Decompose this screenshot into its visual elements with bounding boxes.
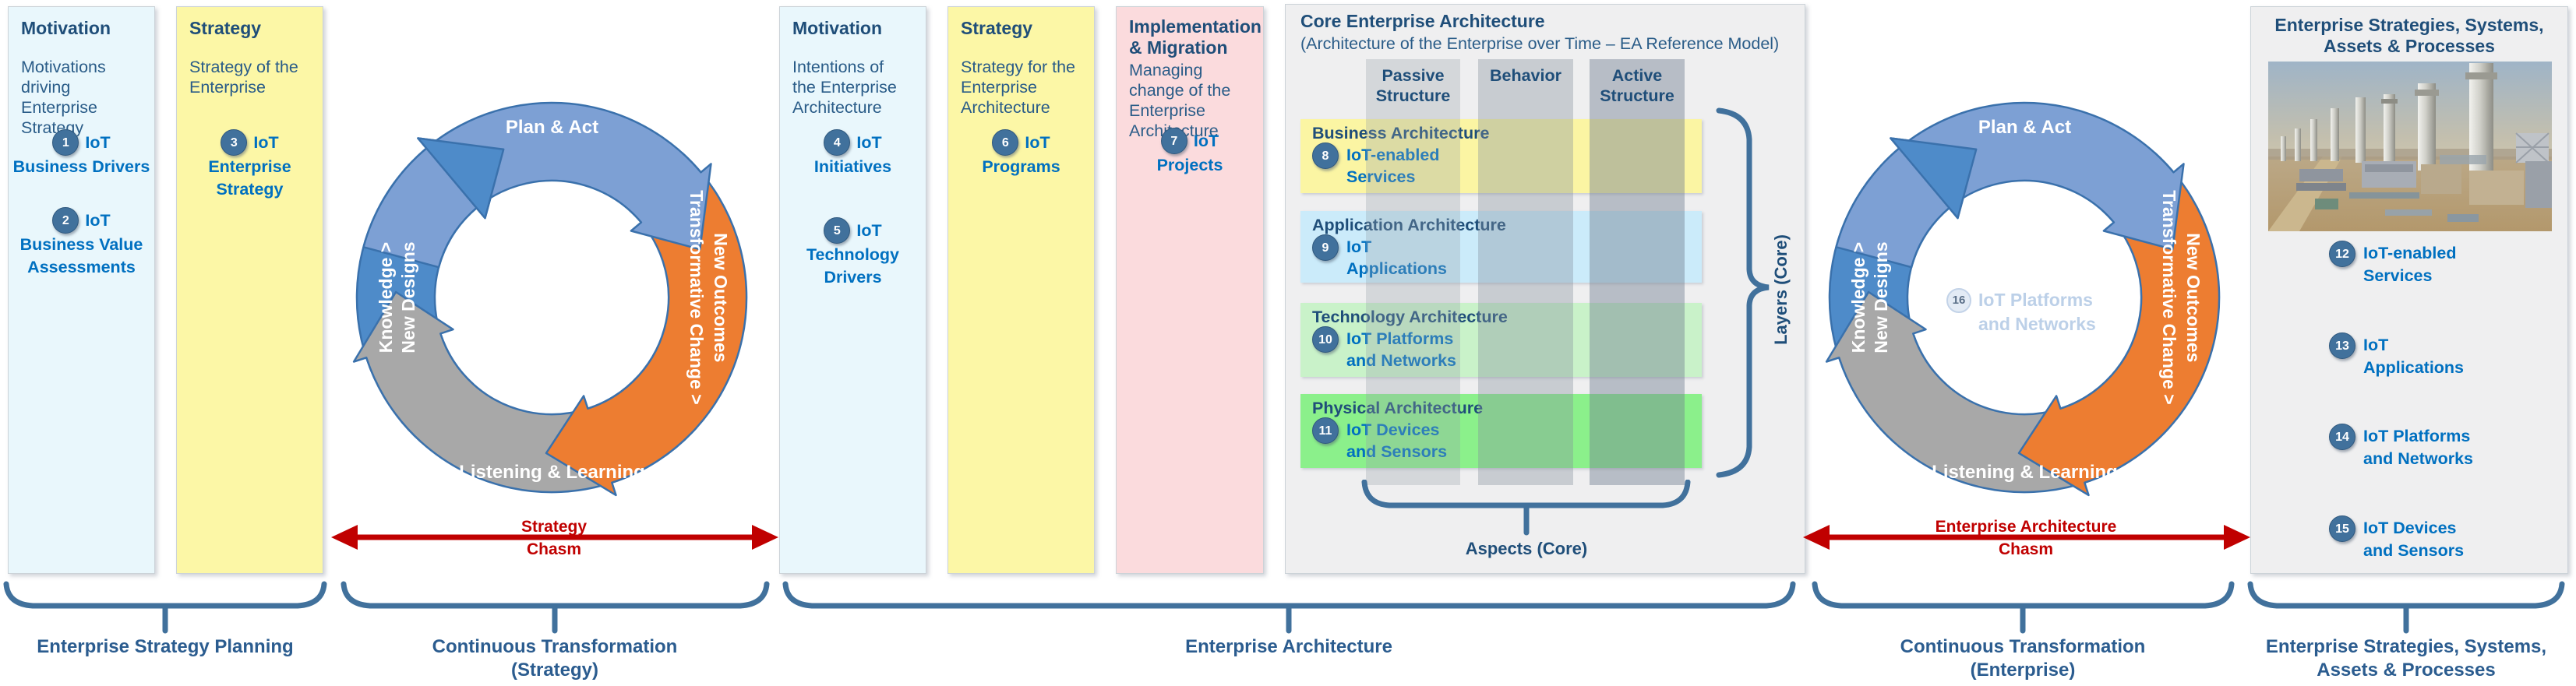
- footer-label-enterprise-strategy-planning: Enterprise Strategy Planning: [37, 636, 294, 657]
- step-badge: 8: [1312, 142, 1339, 169]
- footer-braces: [3, 581, 2565, 634]
- cycle-label-plan-act: Plan & Act: [1978, 117, 2072, 138]
- panel-header: Implementation & Migration: [1129, 16, 1262, 58]
- panel-description: Motivations driving Enterprise Strategy: [21, 58, 106, 137]
- step-badge: 13: [2329, 332, 2355, 359]
- panel-strategy-ea: Strategy Strategy for the Enterprise Arc…: [947, 6, 1095, 574]
- panel-enterprise-strategies-systems: Enterprise Strategies, Systems,Assets & …: [2250, 6, 2568, 574]
- enterprise-architecture-chasm-arrow: [1803, 525, 2250, 550]
- strategy-chasm-label-line2: Chasm: [526, 540, 582, 558]
- step-badge: 1: [52, 129, 79, 156]
- ea-chasm-label-line1: Enterprise Architecture: [1935, 518, 2117, 536]
- panel-header: Strategy: [961, 18, 1033, 38]
- cycle-label-knowledge-designs: Knowledge >New Designs: [1848, 241, 1891, 354]
- step-badge: 15: [2329, 515, 2355, 542]
- panel-description: Intentions of the Enterprise Architectur…: [792, 58, 897, 117]
- footer-label-enterprise-strategies-systems: Enterprise Strategies, Systems,Assets & …: [2265, 636, 2547, 681]
- right-panel-title: Enterprise Strategies, Systems,Assets & …: [2274, 15, 2544, 56]
- column-behavior: Behavior: [1478, 59, 1573, 485]
- step-badge: 9: [1312, 234, 1339, 261]
- panel-header: Motivation: [21, 18, 111, 38]
- step-badge: 11: [1312, 417, 1339, 444]
- step-badge: 6: [992, 129, 1019, 156]
- footer-label-continuous-transformation-strategy: Continuous Transformation(Strategy): [432, 636, 678, 681]
- industrial-plant-photo: [2268, 62, 2552, 231]
- continuous-transformation-cycle-strategy: Plan & Act Transformative Change >New Ou…: [337, 83, 768, 513]
- footer-label-enterprise-architecture: Enterprise Architecture: [1185, 636, 1392, 657]
- step-badge: 7: [1160, 128, 1187, 154]
- core-ea-title: Core Enterprise Architecture: [1300, 11, 1545, 31]
- panel-core-enterprise-architecture: Core Enterprise Architecture (Architectu…: [1285, 4, 1805, 574]
- step-badge: 5: [824, 217, 851, 244]
- core-ea-subtitle: (Architecture of the Enterprise over Tim…: [1300, 34, 1780, 53]
- layers-brace: [1716, 107, 1770, 478]
- step-badge-faded: 16: [1946, 288, 1971, 313]
- panel-motivation-enterprise: Motivation Motivations driving Enterpris…: [8, 6, 155, 574]
- cycle-label-plan-act: Plan & Act: [505, 117, 599, 138]
- cycle-label-listening-learning: Listening & Learning: [1932, 462, 2118, 483]
- cycle-label-listening-learning: Listening & Learning: [459, 462, 645, 483]
- cycle-label-transformative-change: Transformative Change >New Outcomes: [2159, 190, 2204, 405]
- ea-chasm-label-line2: Chasm: [1998, 540, 2054, 558]
- panel-header: Strategy: [189, 18, 262, 38]
- step-badge: 3: [221, 129, 248, 156]
- cycle-label-transformative-change: Transformative Change >New Outcomes: [686, 190, 731, 405]
- cycle-arrows-graphic: [352, 101, 748, 497]
- aspects-brace: [1361, 480, 1691, 536]
- strategy-chasm-arrow: [331, 525, 778, 550]
- panel-header: Motivation: [792, 18, 882, 38]
- panel-description: Strategy for the Enterprise Architecture: [961, 58, 1075, 117]
- cycle-label-knowledge-designs: Knowledge >New Designs: [376, 241, 418, 354]
- row-technology-architecture: Technology Architecture 10 IoT Platforms…: [1300, 303, 1702, 377]
- step-badge: 2: [52, 207, 79, 234]
- panel-description: Strategy of the Enterprise: [189, 58, 298, 97]
- cycle-arrows-graphic: [1825, 101, 2221, 497]
- footer-label-continuous-transformation-enterprise: Continuous Transformation(Enterprise): [1900, 636, 2146, 681]
- layers-core-label: Layers (Core): [1771, 234, 1791, 345]
- panel-motivation-ea: Motivation Intentions of the Enterprise …: [779, 6, 926, 574]
- strategy-chasm-label-line1: Strategy: [520, 518, 588, 536]
- panel-implementation-migration: Implementation & Migration Managing chan…: [1116, 6, 1264, 574]
- step-badge: 14: [2329, 424, 2355, 450]
- step-badge: 10: [1312, 326, 1339, 353]
- aspects-core-label: Aspects (Core): [1465, 539, 1588, 558]
- panel-description: Managing change of the Enterprise Archit…: [1129, 61, 1231, 140]
- step-badge: 4: [824, 129, 851, 156]
- step-badge: 12: [2329, 241, 2355, 267]
- continuous-transformation-cycle-enterprise: Plan & Act Transformative Change >New Ou…: [1809, 83, 2240, 513]
